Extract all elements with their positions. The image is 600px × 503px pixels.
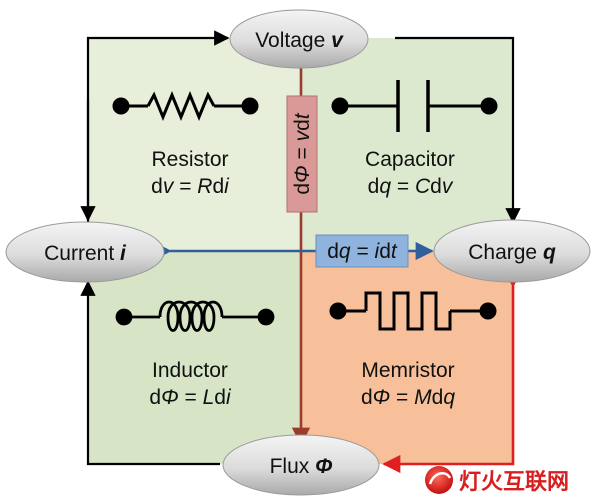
svg-text:灯火互联网: 灯火互联网 [459, 470, 569, 495]
arrow-charge-to-flux [382, 269, 523, 474]
flux-node: Flux Φ [222, 434, 380, 496]
svg-text:dq = idt: dq = idt [327, 240, 398, 263]
watermark: 灯火互联网 [425, 466, 569, 495]
resistor-quadrant [88, 38, 301, 251]
resistor-equation: dv = Rdi [151, 175, 230, 198]
inductor-equation: dΦ = Ldi [149, 386, 232, 409]
memristor-label: Memristor [361, 359, 454, 382]
capacitor-label: Capacitor [365, 148, 455, 171]
svg-text:Flux Φ: Flux Φ [270, 455, 333, 478]
inductor-icon [115, 300, 275, 332]
svg-text:dΦ = vdt: dΦ = vdt [291, 112, 314, 194]
inductor-label: Inductor [152, 359, 228, 382]
svg-text:Voltage v: Voltage v [255, 29, 344, 52]
charge-current-relation: dq = idt [315, 234, 409, 268]
arrow-voltage-to-charge [395, 36, 521, 224]
resistor-label: Resistor [151, 148, 228, 171]
capacitor-icon [331, 80, 498, 132]
capacitor-equation: dq = Cdv [368, 175, 454, 198]
capacitor-quadrant [301, 38, 513, 251]
inductor-quadrant [88, 251, 301, 464]
flux-voltage-relation: dΦ = vdt [286, 95, 318, 213]
charge-node: Charge q [433, 219, 591, 283]
voltage-node: Voltage v [229, 9, 369, 69]
watermark-logo-icon [425, 466, 453, 494]
arrow-flux-to-current [80, 280, 220, 466]
resistor-icon [112, 91, 259, 121]
memristor-quadrant [301, 251, 513, 464]
memristor-equation: dΦ = Mdq [361, 386, 455, 409]
memristor-icon [329, 291, 497, 331]
current-node: Current i [5, 221, 165, 283]
svg-text:Charge q: Charge q [468, 241, 556, 264]
svg-text:Current i: Current i [44, 242, 127, 265]
